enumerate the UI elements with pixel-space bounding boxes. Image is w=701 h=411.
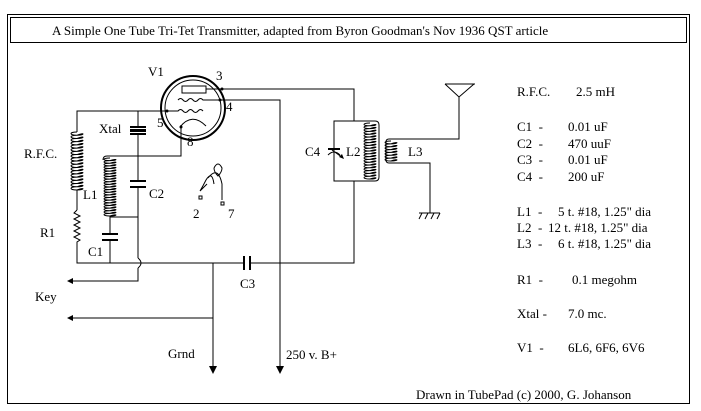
label-r1: R1 [40,225,55,240]
label-c1: C1 [88,244,103,259]
part-ref: L1 - [517,204,542,219]
parts-list-row: C4 - 200 uF [517,169,604,184]
label-xtal: Xtal [99,121,122,136]
r1-resistor [72,209,82,262]
part-ref: L2 - [517,220,542,235]
part-value: 6 t. #18, 1.25" dia [558,236,651,251]
label-grnd: Grnd [168,346,195,361]
part-value: 200 uF [568,169,604,184]
cathode [179,118,207,128]
part-ref: R.F.C. [517,84,550,99]
label-l1: L1 [83,187,97,202]
wire-tank-return [250,181,355,264]
wire-ground [393,162,431,213]
parts-list-row: C1 - 0.01 uF [517,119,608,134]
part-value: 6L6, 6F6, 6V6 [568,340,645,355]
wire-screen-bplus [220,99,281,370]
l3-coil [384,138,398,164]
parts-list-row: C2 - 470 uuF [517,136,611,151]
wire-plate [222,88,355,121]
tube-v1 [160,75,226,141]
parts-list: R.F.C. 2.5 mH C1 - 0.01 uF C2 - 470 uuF C3 - 0.… [517,84,651,355]
part-value: 2.5 mH [576,84,615,99]
label-heater-pin7: 7 [228,206,235,221]
plate-electrode [181,85,207,94]
label-c2: C2 [149,186,164,201]
part-value: 470 uuF [568,136,611,151]
label-pin5: 5 [157,115,164,130]
part-value: 7.0 mc. [568,306,607,321]
part-ref: R1 - [517,272,543,287]
part-value: 0.01 uF [568,152,608,167]
label-heater-pin2: 2 [193,206,200,221]
parts-list-row: Xtal - 7.0 mc. [517,306,607,321]
label-c3: C3 [240,276,255,291]
title-box [10,17,687,43]
label-v1: V1 [148,64,164,79]
label-l2: L2 [346,144,360,159]
parts-list-row: L1 - 5 t. #18, 1.25" dia [517,204,651,219]
wire-grid [76,110,167,132]
parts-list-row: C3 - 0.01 uF [517,152,608,167]
part-value: 12 t. #18, 1.25" dia [548,220,648,235]
parts-list-row: L2 - 12 t. #18, 1.25" dia [517,220,648,235]
screen-grid [177,98,220,102]
part-value: 0.1 megohm [572,272,637,287]
label-c4: C4 [305,144,321,159]
l2-coil [362,120,380,182]
label-l3: L3 [408,144,422,159]
label-pin8: 8 [187,134,194,149]
arrow-grnd [209,366,217,374]
wire-cathode [107,127,182,157]
parts-list-row: R.F.C. 2.5 mH [517,84,615,99]
title: A Simple One Tube Tri-Tet Transmitter, a… [52,23,548,38]
wire-key-top [70,268,139,282]
arrow-bplus [276,366,284,374]
xtal-crystal [130,129,146,132]
label-key: Key [35,289,57,304]
heater-symbol [199,172,223,200]
parts-list-row: V1 - 6L6, 6F6, 6V6 [517,340,645,355]
control-grid [167,109,204,113]
part-ref: C4 - [517,169,543,184]
part-value: 5 t. #18, 1.25" dia [558,204,651,219]
part-ref: V1 - [517,340,544,355]
parts-list-row: R1 - 0.1 megohm [517,272,637,287]
part-ref: C1 - [517,119,543,134]
label-pin3: 3 [216,68,223,83]
ground-icon [418,212,441,220]
credit: Drawn in TubePad (c) 2000, G. Johanson [416,387,632,402]
part-ref: C3 - [517,152,543,167]
parts-list-row: L3 - 6 t. #18, 1.25" dia [517,236,651,251]
label-rfc: R.F.C. [24,146,57,161]
wire-antenna [393,97,460,140]
part-ref: C2 - [517,136,543,151]
part-value: 0.01 uF [568,119,608,134]
part-ref: L3 - [517,236,542,251]
outer-frame [7,14,690,404]
label-bplus: 250 v. B+ [286,347,337,362]
label-pin4: 4 [226,99,233,114]
l1-coil [102,155,117,217]
rfc-coil [70,131,84,191]
part-ref: Xtal - [517,306,547,321]
